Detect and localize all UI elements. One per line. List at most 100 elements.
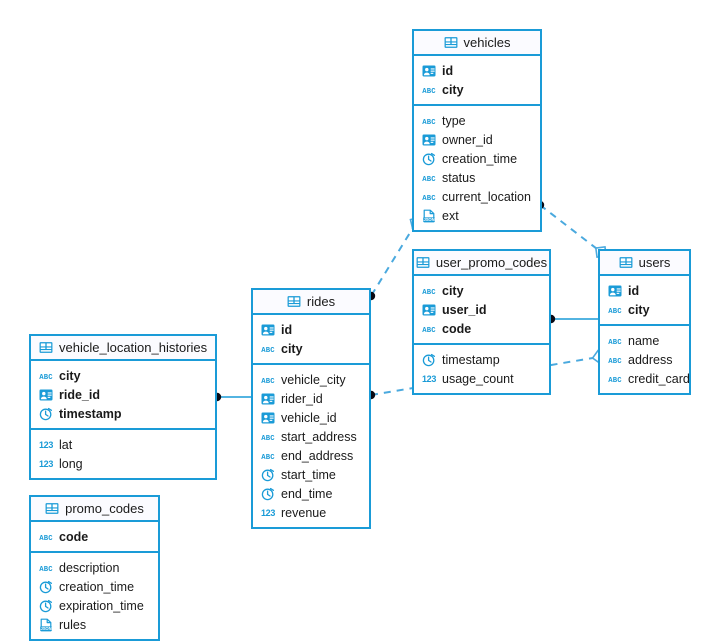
column-row-end_time[interactable]: end_time: [253, 484, 369, 503]
primary-key-row-timestamp[interactable]: timestamp: [31, 404, 215, 423]
primary-key-row-ride_id[interactable]: ride_id: [31, 385, 215, 404]
column-row-end_address[interactable]: ABC end_address: [253, 446, 369, 465]
primary-key-row-user_id[interactable]: user_id: [414, 300, 549, 319]
column-label: city: [281, 341, 303, 356]
column-label: code: [442, 321, 472, 336]
id-card-icon: [261, 411, 275, 425]
abc-icon: ABC: [422, 190, 436, 204]
column-label: start_time: [281, 467, 336, 482]
123-icon: 123: [38, 439, 54, 450]
relationship-edge-user_promo_codes-users[interactable]: [546, 314, 598, 324]
svg-text:ABC: ABC: [261, 346, 275, 354]
abc-icon: ABC: [422, 171, 436, 185]
table-grid-icon: [45, 502, 59, 516]
primary-key-row-code[interactable]: ABC code: [414, 319, 549, 338]
table-grid-icon: [39, 341, 53, 355]
primary-key-row-id[interactable]: id: [253, 320, 369, 339]
table-title: rides: [306, 294, 336, 309]
table-header-vehicle_location_histories[interactable]: vehicle_location_histories: [31, 336, 215, 361]
id-card-icon: [261, 392, 275, 406]
column-label: address: [628, 352, 673, 367]
column-label: expiration_time: [59, 598, 144, 613]
column-label: creation_time: [442, 151, 518, 166]
abc-icon: ABC: [422, 284, 436, 298]
svg-text:ABC: ABC: [39, 534, 53, 542]
svg-text:ABC: ABC: [422, 194, 436, 202]
column-label: lat: [59, 437, 73, 452]
json-document-icon: JSON: [39, 618, 53, 632]
primary-key-row-id[interactable]: id: [600, 281, 689, 300]
clock-icon: [261, 487, 275, 501]
abc-icon: ABC: [422, 83, 436, 97]
table-header-users[interactable]: users: [600, 251, 689, 276]
json-document-icon: JSON: [422, 209, 436, 223]
id-card-icon: [608, 284, 622, 298]
table-header-rides[interactable]: rides: [253, 290, 369, 315]
primary-key-row-city[interactable]: ABC city: [414, 281, 549, 300]
table-header-user_promo_codes[interactable]: user_promo_codes: [414, 251, 549, 276]
svg-text:ABC: ABC: [608, 376, 622, 384]
column-row-creation_time[interactable]: creation_time: [31, 577, 158, 596]
table-header-vehicles[interactable]: vehicles: [414, 31, 540, 56]
svg-text:ABC: ABC: [608, 338, 622, 346]
column-label: ext: [442, 208, 459, 223]
column-row-expiration_time[interactable]: expiration_time: [31, 596, 158, 615]
clock-icon: [422, 353, 436, 367]
svg-text:ABC: ABC: [422, 175, 436, 183]
column-row-vehicle_id[interactable]: vehicle_id: [253, 408, 369, 427]
abc-icon: ABC: [422, 322, 436, 336]
id-card-icon: [422, 303, 436, 317]
svg-text:ABC: ABC: [422, 326, 436, 334]
column-label: end_address: [281, 448, 354, 463]
primary-key-row-city[interactable]: ABC city: [253, 339, 369, 358]
column-row-owner_id[interactable]: owner_id: [414, 130, 540, 149]
column-label: city: [442, 283, 464, 298]
column-row-rider_id[interactable]: rider_id: [253, 389, 369, 408]
column-row-creation_time[interactable]: creation_time: [414, 149, 540, 168]
column-row-start_time[interactable]: start_time: [253, 465, 369, 484]
column-label: timestamp: [442, 352, 500, 367]
column-row-rules[interactable]: JSON rules: [31, 615, 158, 634]
abc-icon: ABC: [261, 449, 275, 463]
primary-key-row-id[interactable]: id: [414, 61, 540, 80]
column-row-timestamp[interactable]: timestamp: [414, 350, 549, 369]
column-row-ext[interactable]: JSON ext: [414, 206, 540, 225]
column-label: city: [59, 368, 81, 383]
column-label: vehicle_id: [281, 410, 337, 425]
column-label: id: [281, 322, 293, 337]
table-header-promo_codes[interactable]: promo_codes: [31, 497, 158, 522]
column-row-lat[interactable]: 123 lat: [31, 435, 215, 454]
relationship-edge-vehicle_location_histories-rides[interactable]: [212, 392, 251, 402]
abc-icon: ABC: [422, 114, 436, 128]
column-label: creation_time: [59, 579, 135, 594]
column-label: rules: [59, 617, 87, 632]
svg-text:ABC: ABC: [422, 87, 436, 95]
svg-text:ABC: ABC: [261, 434, 275, 442]
